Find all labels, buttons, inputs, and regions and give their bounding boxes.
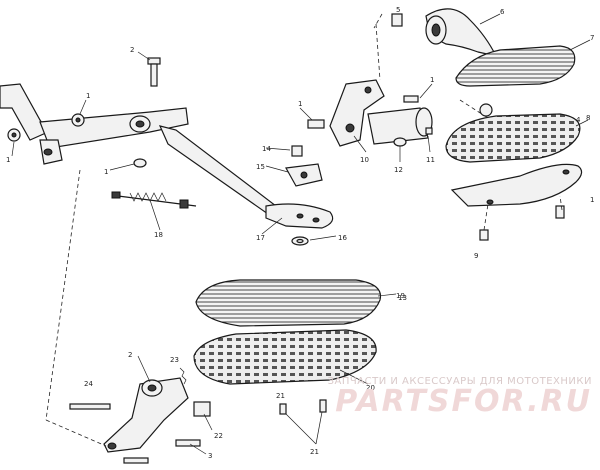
washer-16 — [291, 236, 309, 246]
lower-bracket — [103, 377, 189, 453]
bolt-lower-1 — [175, 439, 201, 447]
watermark-caption: ЗАПЧАСТИ И АКСЕССУАРЫ ДЛЯ МОТОТЕХНИКИ — [327, 376, 592, 387]
pin-23 — [69, 403, 111, 410]
watermark-logo: PARTSFOR.RU — [335, 384, 592, 419]
watermark: ЗАПЧАСТИ И АКСЕССУАРЫ ДЛЯ МОТОТЕХНИКИ PA… — [272, 376, 592, 417]
nut-footboard — [479, 103, 493, 117]
bolt-lower-2 — [123, 457, 149, 464]
callout-2a: 2 — [130, 46, 134, 54]
callout-1a: 1 — [86, 92, 90, 100]
callout-21b: 21 — [276, 392, 285, 400]
callout-16: 16 — [338, 234, 347, 242]
callout-3: 3 — [208, 452, 212, 460]
bolt-21a — [279, 403, 287, 415]
callout-1d: 1 — [430, 76, 434, 84]
footrest-bracket — [329, 79, 433, 147]
bolt-bottom — [479, 229, 489, 241]
footboard-19 — [195, 279, 382, 327]
horn — [425, 8, 498, 57]
callout-17: 17 — [256, 234, 265, 242]
callout-24: 24 — [84, 380, 93, 388]
callout-4: 4 — [576, 116, 581, 124]
callout-14: 14 — [262, 145, 271, 153]
bolt-right — [555, 205, 565, 219]
callout-21a: 21 — [310, 448, 319, 456]
callout-6: 6 — [500, 8, 505, 16]
callout-19: 19 — [396, 292, 405, 300]
footboard-7 — [455, 45, 576, 87]
callout-5: 5 — [396, 6, 400, 14]
callout-22: 22 — [214, 432, 223, 440]
spring — [111, 191, 197, 209]
pin-upper — [403, 95, 419, 103]
bracket-15 — [285, 163, 323, 187]
spring-small — [179, 367, 187, 385]
pin-11 — [425, 127, 433, 135]
callout-1b: 1 — [6, 156, 10, 164]
callout-1e: 1 — [298, 100, 302, 108]
bolt-14 — [291, 145, 303, 157]
callout-labels: 1 1 1 1 1 1 2 2 3 4 5 6 7 8 9 10 11 12 1… — [6, 6, 594, 460]
callout-1f: 1 — [590, 196, 594, 204]
nut-22 — [193, 401, 211, 417]
callout-23: 23 — [170, 356, 179, 364]
callout-7: 7 — [590, 34, 594, 42]
callout-2b: 2 — [128, 351, 132, 359]
kickstand — [158, 125, 334, 229]
leader-lines — [11, 13, 591, 455]
support-plate — [450, 163, 583, 207]
nut-5 — [391, 13, 403, 27]
bolt-9 — [307, 119, 325, 129]
callout-9: 9 — [474, 252, 478, 260]
callout-13: 13 — [398, 294, 407, 302]
callout-10: 10 — [360, 156, 369, 164]
nut-frame — [71, 113, 85, 127]
callout-15: 15 — [256, 163, 265, 171]
bolt-2-top — [147, 57, 161, 87]
footboard-base-8 — [445, 113, 581, 163]
footboard-20 — [193, 329, 377, 385]
callout-20: 20 — [366, 384, 375, 392]
frame-tube — [0, 83, 189, 165]
callout-12: 12 — [394, 166, 403, 174]
callout-1c: 1 — [104, 168, 108, 176]
bolt-21b — [319, 399, 327, 413]
washer-small — [133, 158, 147, 168]
callout-8: 8 — [586, 114, 590, 122]
callout-18: 18 — [154, 231, 163, 239]
nut-left — [7, 128, 21, 142]
callout-11: 11 — [426, 156, 435, 164]
